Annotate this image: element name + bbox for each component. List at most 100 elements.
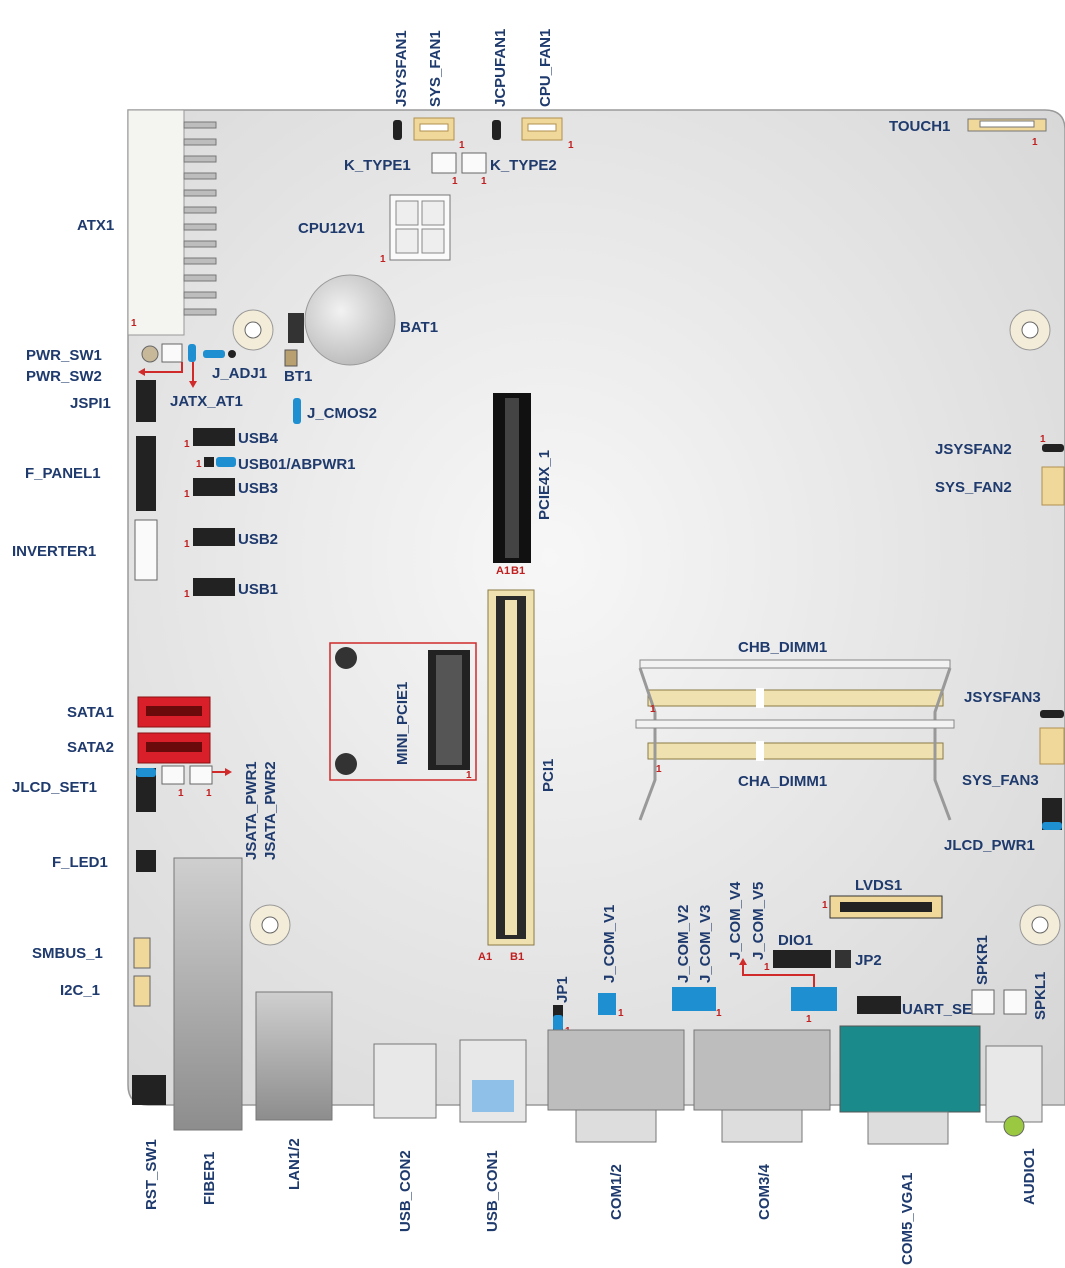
svg-text:1: 1: [650, 704, 656, 715]
svg-text:1: 1: [1040, 434, 1046, 445]
atx-pin: [184, 156, 216, 162]
label-cpu12v1: CPU12V1: [298, 220, 365, 237]
label-j-com-v1: J_COM_V1: [601, 905, 618, 983]
pcie-x4-slot: A1 B1: [493, 393, 531, 577]
svg-text:1: 1: [452, 176, 458, 187]
svg-text:1: 1: [184, 539, 190, 550]
label-pwr-sw1: PWR_SW1: [26, 347, 102, 364]
label-spkl1: SPKL1: [1032, 972, 1049, 1020]
label-sata1: SATA1: [67, 704, 114, 721]
label-cpu-fan1: CPU_FAN1: [537, 29, 554, 107]
bt1-connector: [285, 350, 297, 366]
label-com5-vga1: COM5_VGA1: [899, 1172, 916, 1265]
label-dio1: DIO1: [778, 932, 813, 949]
svg-text:1: 1: [380, 254, 386, 265]
svg-text:B1: B1: [510, 951, 524, 963]
label-usb4: USB4: [238, 430, 279, 447]
label-mini-pcie1: MINI_PCIE1: [394, 682, 411, 765]
label-j-adj1: J_ADJ1: [212, 365, 267, 382]
label-inverter1: INVERTER1: [12, 543, 96, 560]
label-jlcd-set1: JLCD_SET1: [12, 779, 97, 796]
label-com3-4: COM3/4: [756, 1163, 773, 1220]
atx-pin: [184, 139, 216, 145]
label-jp2: JP2: [855, 952, 882, 969]
label-chb-dimm1: CHB_DIMM1: [738, 639, 827, 656]
label-com1-2: COM1/2: [608, 1164, 625, 1220]
jspi-header: [136, 380, 156, 422]
label-j-com-v3: J_COM_V3: [697, 905, 714, 983]
label-pcie4x-1: PCIE4X_1: [536, 450, 553, 520]
svg-text:1: 1: [131, 318, 137, 329]
label-jsata-pwr2: JSATA_PWR2: [262, 761, 279, 860]
label-pci1: PCI1: [540, 759, 557, 792]
front-panel-header: [136, 436, 156, 511]
label-sys-fan2: SYS_FAN2: [935, 479, 1012, 496]
inverter-connector: [135, 520, 157, 580]
svg-text:1: 1: [764, 962, 770, 973]
atx-pin: [184, 224, 216, 230]
svg-text:1: 1: [656, 764, 662, 775]
label-jp1: JP1: [554, 976, 571, 1003]
uart-sel-header: [857, 996, 901, 1014]
svg-text:1: 1: [196, 459, 202, 470]
label-rst-sw1: RST_SW1: [143, 1139, 160, 1210]
label-usb-con1: USB_CON1: [484, 1150, 501, 1232]
atx-pin: [184, 292, 216, 298]
svg-text:1: 1: [806, 1014, 812, 1025]
atx-pin: [184, 309, 216, 315]
label-jsata-pwr1: JSATA_PWR1: [243, 761, 260, 860]
label-spkr1: SPKR1: [974, 935, 991, 985]
label-jcpufan1: JCPUFAN1: [492, 29, 509, 107]
svg-text:1: 1: [1032, 137, 1038, 148]
svg-text:A1: A1: [496, 565, 510, 577]
svg-text:A1: A1: [478, 951, 492, 963]
label-j-com-v2: J_COM_V2: [675, 905, 692, 983]
label-j-com-v5: J_COM_V5: [750, 882, 767, 960]
atx-pin: [184, 275, 216, 281]
label-sata2: SATA2: [67, 739, 114, 756]
svg-text:1: 1: [178, 788, 184, 799]
label-jlcd-pwr1: JLCD_PWR1: [944, 837, 1035, 854]
svg-text:1: 1: [618, 1008, 624, 1019]
label-bat1: BAT1: [400, 319, 438, 336]
svg-text:1: 1: [184, 439, 190, 450]
label-lvds1: LVDS1: [855, 877, 902, 894]
label-jsysfan2: JSYSFAN2: [935, 441, 1012, 458]
cpu-12v-connector: 1: [380, 195, 450, 265]
label-usb-con2: USB_CON2: [397, 1150, 414, 1232]
svg-text:1: 1: [716, 1008, 722, 1019]
svg-text:1: 1: [184, 489, 190, 500]
atx-pin: [184, 190, 216, 196]
f-led-header: [136, 850, 156, 872]
label-smbus-1: SMBUS_1: [32, 945, 103, 962]
label-audio1: AUDIO1: [1021, 1148, 1038, 1205]
label-j-com-v4: J_COM_V4: [727, 881, 744, 960]
label-jspi1: JSPI1: [70, 395, 111, 412]
label-sys-fan1: SYS_FAN1: [427, 30, 444, 107]
svg-text:1: 1: [184, 589, 190, 600]
svg-text:1: 1: [459, 140, 465, 151]
pcb-board: [128, 110, 1065, 1105]
label-f-led1: F_LED1: [52, 854, 108, 871]
label-jsysfan1: JSYSFAN1: [393, 30, 410, 107]
label-i2c-1: I2C_1: [60, 982, 100, 999]
label-usb2: USB2: [238, 531, 278, 548]
label-j-cmos2: J_CMOS2: [307, 405, 377, 422]
label-jatx-at1: JATX_AT1: [170, 393, 243, 410]
svg-text:1: 1: [481, 176, 487, 187]
label-jsysfan3: JSYSFAN3: [964, 689, 1041, 706]
label-sys-fan3: SYS_FAN3: [962, 772, 1039, 789]
svg-text:B1: B1: [511, 565, 525, 577]
svg-text:1: 1: [466, 770, 472, 781]
label-bt1: BT1: [284, 368, 312, 385]
label-usb3: USB3: [238, 480, 278, 497]
atx-pin: [184, 258, 216, 264]
label-atx1: ATX1: [77, 217, 114, 234]
atx-pin: [184, 173, 216, 179]
label-pwr-sw2: PWR_SW2: [26, 368, 102, 385]
svg-text:1: 1: [568, 140, 574, 151]
label-lan1-2: LAN1/2: [286, 1138, 303, 1190]
label-touch1: TOUCH1: [889, 118, 950, 135]
atx-pin: [184, 207, 216, 213]
